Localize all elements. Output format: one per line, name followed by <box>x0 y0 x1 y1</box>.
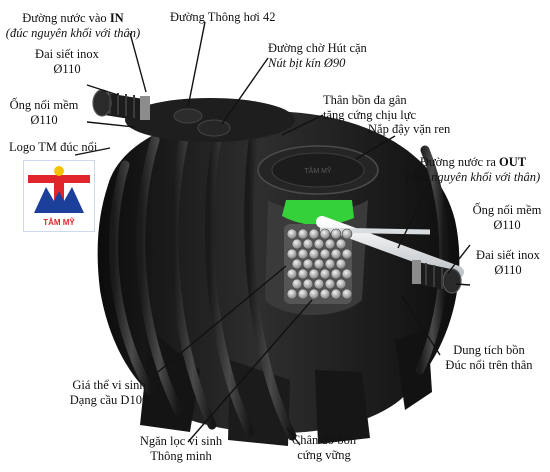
bio-media-ball <box>291 238 303 250</box>
inlet-label-prefix: Đường nước vào <box>22 11 110 25</box>
bio-media-ball <box>286 248 298 260</box>
body-label: Thân bồn đa gân tăng cứng chịu lực <box>323 93 416 123</box>
bio-media-ball <box>302 238 314 250</box>
bio-media-ball <box>313 278 325 290</box>
clamp-right-line1: Đai siết inox <box>476 248 540 262</box>
bio-media-ball <box>291 278 303 290</box>
capacity-line2: Đúc nổi trên thân <box>445 358 533 372</box>
logo-brand-text: TÂM MỸ <box>43 218 75 227</box>
lid-brand-text: TÂM MỸ <box>304 166 332 175</box>
outlet-label-prefix: Đường nước ra <box>419 155 500 169</box>
bio-media-ball <box>324 278 336 290</box>
bio-media-ball <box>335 238 347 250</box>
body-label-line1: Thân bồn đa gân <box>323 93 407 107</box>
bio-media-ball <box>302 258 314 270</box>
tm-logo: TÂM MỸ <box>23 160 95 232</box>
bio-media-ball <box>341 228 353 240</box>
bio-media-ball <box>319 248 331 260</box>
clamp-left-line1: Đai siết inox <box>35 47 99 61</box>
sludge-label: Đường chờ Hút cặn Nút bịt kín Ø90 <box>268 41 367 71</box>
lid-label: Nắp đậy vặn ren <box>368 122 451 136</box>
pipe-right-line2: Ø110 <box>493 218 521 232</box>
bio-media-ball <box>297 228 309 240</box>
tm-logo-mark: TÂM MỸ <box>28 166 90 227</box>
clamp-right-label: Đai siết inox Ø110 <box>468 248 548 278</box>
bio-media-ball <box>335 278 347 290</box>
outlet-pipe-right <box>412 260 462 294</box>
tank-top <box>125 98 295 142</box>
media-line1: Giá thể vi sinh <box>72 378 146 392</box>
bio-media-ball <box>313 258 325 270</box>
body-label-line2: tăng cứng chịu lực <box>323 108 417 122</box>
capacity-line1: Dung tích bồn <box>453 343 525 357</box>
bio-media-ball <box>319 288 331 300</box>
clamp-left-label: Đai siết inox Ø110 <box>25 47 109 77</box>
bio-media-ball <box>335 258 347 270</box>
bio-media-ball <box>313 238 325 250</box>
bio-media-ball <box>330 288 342 300</box>
bio-media-ball <box>308 228 320 240</box>
outlet-label-note: (đúc nguyên khối với thân) <box>405 170 541 184</box>
bio-media-ball <box>291 258 303 270</box>
bio-media-ball <box>297 248 309 260</box>
bio-media-ball <box>319 268 331 280</box>
bio-media-ball <box>330 228 342 240</box>
bio-media-ball <box>330 248 342 260</box>
bio-media-ball <box>302 278 314 290</box>
bio-media-ball <box>324 238 336 250</box>
bio-media-ball <box>330 268 342 280</box>
pipe-left-label: Ống nối mềm Ø110 <box>4 98 84 128</box>
bio-media-ball <box>297 288 309 300</box>
outlet-label-strong: OUT <box>499 155 527 169</box>
tank-ribs <box>109 107 449 441</box>
bio-media-ball <box>341 248 353 260</box>
inlet-pipe-left <box>92 89 150 122</box>
pipe-left-line2: Ø110 <box>30 113 58 127</box>
bio-media-balls <box>286 228 353 300</box>
media-label: Giá thể vi sinh Dạng cầu D100 <box>57 378 161 408</box>
bio-media-ball <box>319 228 331 240</box>
stand-line1: Chân đỡ bồn <box>291 433 357 447</box>
bio-media-ball <box>308 248 320 260</box>
filter-green-plate <box>282 200 354 226</box>
bio-media-ball <box>341 268 353 280</box>
bio-media-ball <box>286 268 298 280</box>
bio-media-ball <box>286 228 298 240</box>
leader-lines <box>74 21 471 446</box>
bio-media-ball <box>297 268 309 280</box>
filter-line1: Ngăn lọc vi sinh <box>139 434 223 448</box>
filter-line2: Thông minh <box>150 449 212 463</box>
outlet-label: Đường nước ra OUT (đúc nguyên khối với t… <box>398 155 548 185</box>
bio-media-ball <box>324 258 336 270</box>
logo-label: Logo TM đúc nổi <box>9 140 98 154</box>
clamp-right-line2: Ø110 <box>494 263 522 277</box>
inlet-label-strong: IN <box>109 11 124 25</box>
pipe-right-line1: Ống nối mềm <box>472 203 542 217</box>
capacity-label: Dung tích bồn Đúc nổi trên thân <box>438 343 540 373</box>
pipe-left-line1: Ống nối mềm <box>9 98 79 112</box>
clamp-left-line2: Ø110 <box>53 62 81 76</box>
pipe-right-label: Ống nối mềm Ø110 <box>466 203 548 233</box>
vent-label: Đường Thông hơi 42 <box>170 10 276 24</box>
bio-media-ball <box>308 288 320 300</box>
bio-media-ball <box>286 288 298 300</box>
stand-label: Chân đỡ bồn cứng vững <box>276 433 372 463</box>
bio-media-ball <box>308 268 320 280</box>
inlet-label-note: (đúc nguyên khối với thân) <box>5 26 141 40</box>
stand-line2: cứng vững <box>297 448 351 462</box>
manhole-lid: TÂM MỸ <box>257 145 379 195</box>
filter-label: Ngăn lọc vi sinh Thông minh <box>131 434 231 464</box>
sludge-label-line1: Đường chờ Hút cặn <box>268 41 367 55</box>
inlet-label: Đường nước vào IN (đúc nguyên khối với t… <box>3 11 143 41</box>
media-line2: Dạng cầu D100 <box>69 393 149 407</box>
sludge-label-line2: Nút bịt kín Ø90 <box>268 56 346 70</box>
bio-media-ball <box>341 288 353 300</box>
